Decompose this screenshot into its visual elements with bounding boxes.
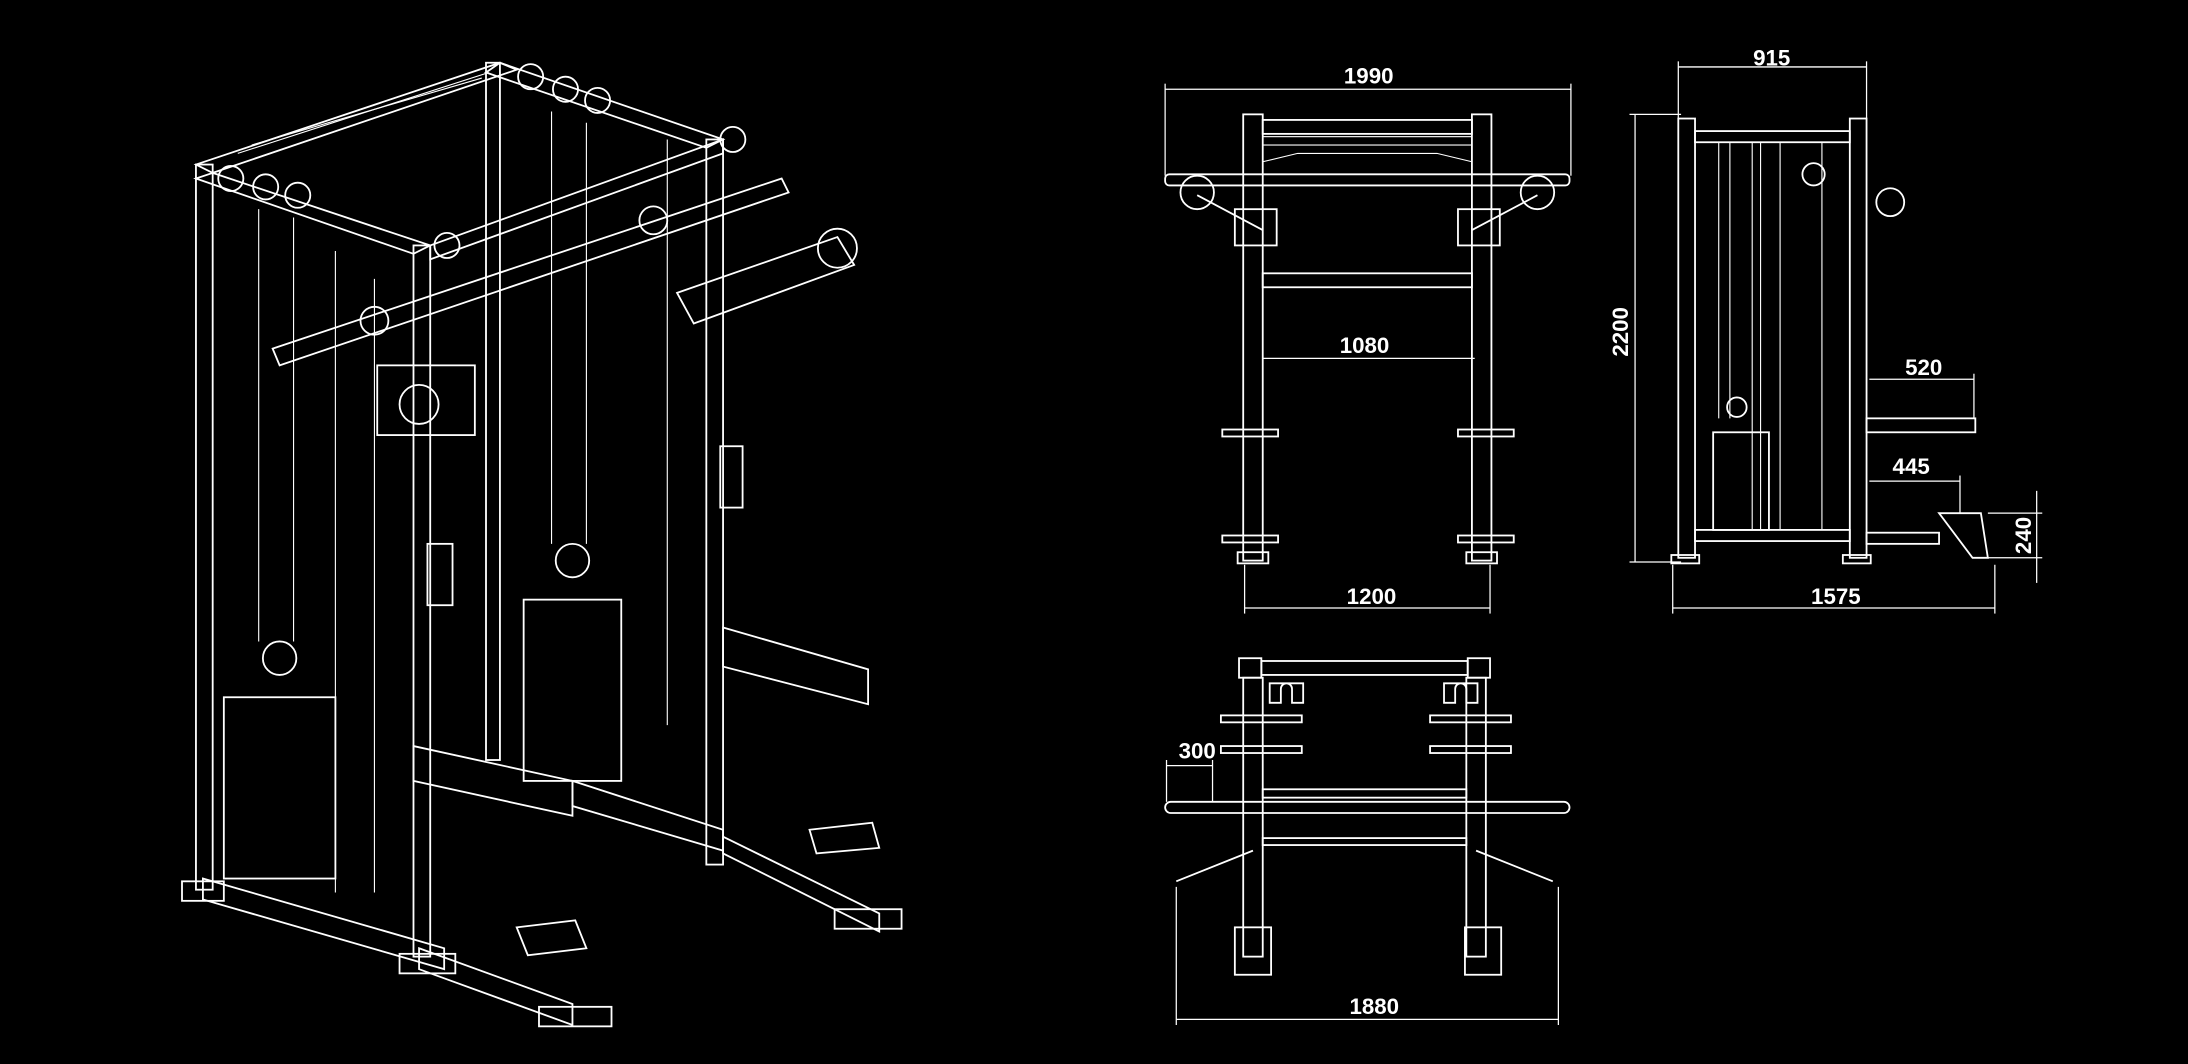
dimension-side-arm-520: 520: [1869, 355, 1975, 419]
dimension-label-2200: 2200: [1608, 307, 1633, 357]
dimension-label-445: 445: [1893, 454, 1930, 479]
dimension-front-base: 1200: [1243, 564, 1491, 614]
dimension-side-depth-overall: 1575: [1672, 564, 1996, 614]
top-view: 300 1880: [1164, 657, 1571, 1025]
dimension-label-520: 520: [1905, 355, 1942, 380]
dimension-top-width: 1880: [1175, 886, 1559, 1025]
dimension-label-1080: 1080: [1340, 333, 1390, 358]
dimension-label-1990: 1990: [1344, 64, 1394, 89]
dimension-side-foot-height: 240: [1987, 490, 2043, 583]
dimension-front-inner: 1080: [1262, 333, 1475, 360]
dimension-label-915: 915: [1753, 46, 1790, 71]
dimension-top-overhang: 300: [1165, 739, 1216, 802]
dimension-side-arm-445: 445: [1869, 454, 1961, 514]
dimension-front-width: 1990: [1164, 64, 1572, 176]
dimension-side-height: 2200: [1608, 113, 1682, 563]
side-view: 915 2200 520 445 240 1575: [1608, 46, 2043, 614]
dimension-label-300: 300: [1179, 739, 1216, 764]
dimension-label-1880: 1880: [1349, 994, 1399, 1019]
dimension-side-depth-top: 915: [1677, 46, 1868, 119]
iso-frame: [181, 61, 903, 1028]
front-view: 1990 1080 1200: [1164, 64, 1572, 614]
isometric-view: [181, 61, 903, 1028]
dimension-label-240: 240: [2011, 517, 2036, 554]
dimension-label-1575: 1575: [1811, 584, 1861, 609]
dimension-label-1200: 1200: [1347, 584, 1397, 609]
